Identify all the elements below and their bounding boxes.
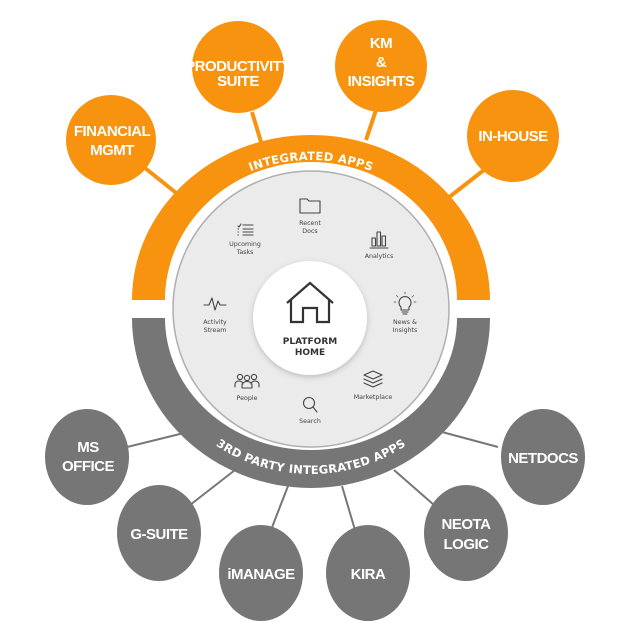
app-label: KIRA	[351, 566, 386, 583]
module-analytics[interactable]: Analytics	[365, 231, 394, 260]
app-label: INSIGHTS	[348, 73, 415, 90]
module-search[interactable]: Search	[299, 396, 321, 426]
app-productivity-suite[interactable]: PRODUCTIVITY SUITE	[185, 21, 292, 113]
module-activity-stream[interactable]: Activity Stream	[203, 297, 227, 334]
app-label: MGMT	[90, 142, 134, 159]
connectors	[126, 109, 499, 531]
module-label: Insights	[393, 327, 418, 334]
app-imanage[interactable]: iMANAGE	[219, 525, 303, 621]
app-label: LOGIC	[444, 536, 490, 553]
app-label: SUITE	[217, 73, 259, 90]
module-label: Analytics	[365, 253, 394, 260]
module-news-insights[interactable]: News & Insights	[393, 291, 418, 334]
platform-home-button[interactable]: PLATFORM HOME	[253, 261, 367, 375]
app-label: MS	[77, 439, 99, 456]
layers-icon	[363, 370, 383, 388]
module-label: Search	[299, 418, 321, 425]
app-label: NETDOCS	[508, 450, 578, 467]
lightbulb-icon	[393, 291, 417, 315]
module-upcoming-tasks[interactable]: Upcoming Tasks	[229, 223, 261, 256]
module-label: Upcoming	[229, 241, 261, 248]
folder-icon	[299, 198, 321, 214]
module-label: News &	[393, 319, 417, 326]
bar-chart-icon	[369, 231, 389, 249]
task-list-icon	[237, 223, 254, 236]
search-icon	[302, 396, 318, 413]
app-label: PRODUCTIVITY	[185, 58, 291, 75]
app-kira[interactable]: KIRA	[326, 525, 410, 621]
module-marketplace[interactable]: Marketplace	[354, 370, 393, 401]
people-icon	[234, 373, 260, 389]
app-label: OFFICE	[62, 458, 114, 475]
module-label: Activity	[203, 319, 227, 326]
app-label: IN-HOUSE	[478, 128, 548, 145]
pulse-icon	[203, 297, 227, 311]
module-label: Recent	[299, 220, 321, 227]
app-g-suite[interactable]: G-SUITE	[117, 485, 201, 581]
app-neota-logic[interactable]: NEOTA LOGIC	[424, 485, 508, 581]
app-km-insights[interactable]: KM & INSIGHTS	[335, 20, 427, 112]
module-label: Marketplace	[354, 394, 393, 401]
platform-home-label-2: HOME	[295, 348, 325, 358]
module-label: Tasks	[236, 249, 254, 256]
app-label: NEOTA	[442, 516, 492, 533]
module-label: Stream	[204, 327, 227, 334]
app-label: KM	[370, 35, 392, 52]
app-financial-mgmt[interactable]: FINANCIAL MGMT	[66, 95, 156, 185]
module-label: Docs	[302, 228, 317, 235]
app-ms-office[interactable]: MS OFFICE	[45, 409, 129, 505]
app-in-house[interactable]: IN-HOUSE	[467, 90, 559, 182]
app-label: iMANAGE	[227, 566, 295, 583]
app-netdocs[interactable]: NETDOCS	[501, 409, 585, 505]
app-label: &	[376, 54, 387, 71]
module-people[interactable]: People	[234, 373, 260, 402]
app-label: FINANCIAL	[74, 123, 151, 140]
integrated-apps-ring	[132, 135, 490, 300]
module-label: People	[237, 395, 258, 402]
platform-home-label: PLATFORM	[283, 337, 337, 347]
third-party-ring	[132, 318, 490, 488]
module-recent-docs[interactable]: Recent Docs	[299, 198, 321, 235]
home-icon	[286, 281, 334, 324]
app-label: G-SUITE	[130, 526, 188, 543]
